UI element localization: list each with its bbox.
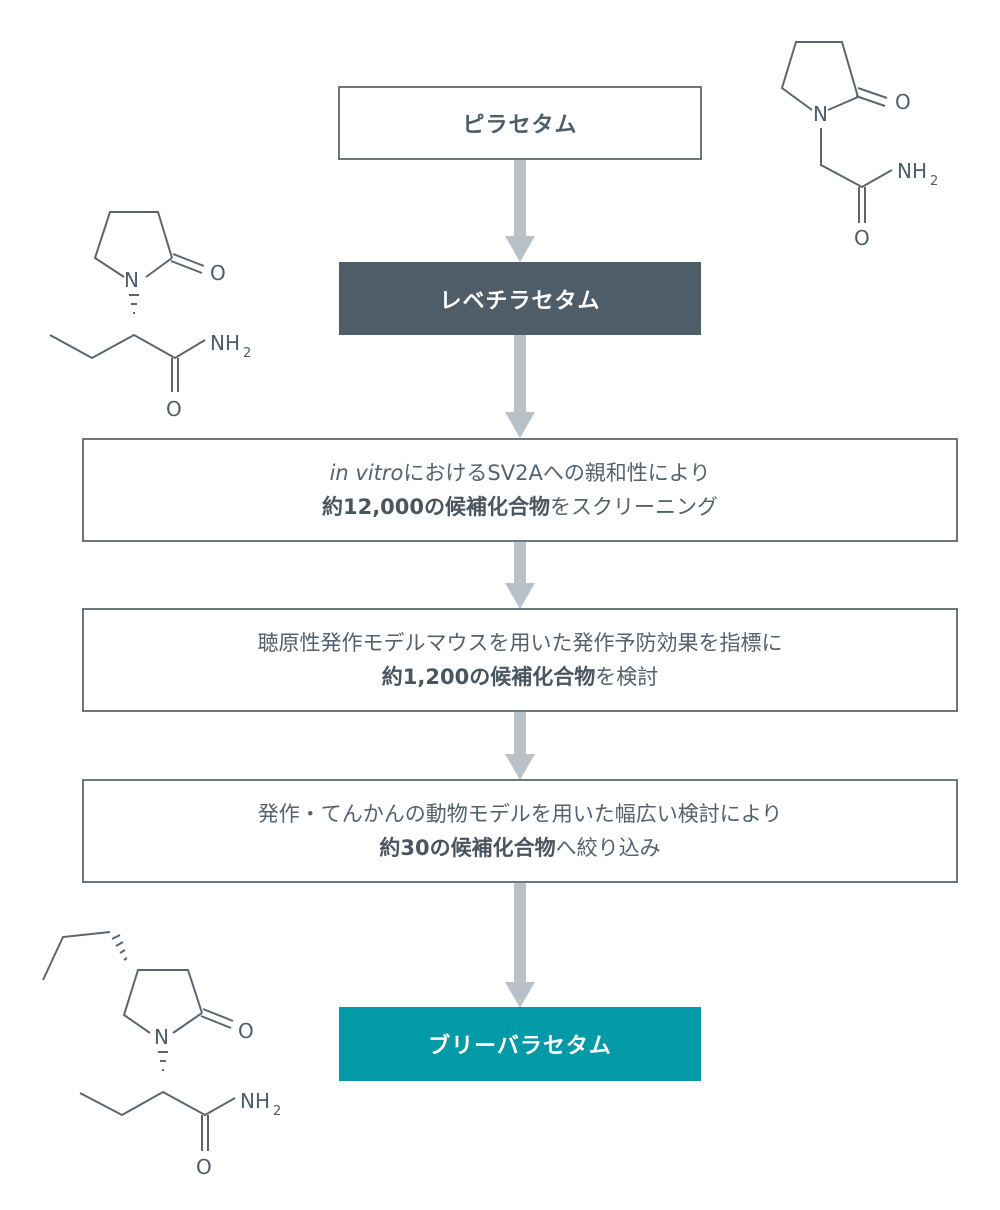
amide-nh-sub: 2 <box>243 346 251 361</box>
step-levetiracetam: レベチラセタム <box>339 262 701 335</box>
line2-text: へ絞り込み <box>555 836 661 860</box>
step-levetiracetam-label: レベチラセタム <box>439 288 601 314</box>
step-animal-line1: 発作・てんかんの動物モデルを用いた幅広い検討により <box>257 802 783 826</box>
amide-oxygen: O <box>196 1155 212 1179</box>
compound-count: 約12,000の候補化合物 <box>321 495 551 519</box>
step-sv2a-screening: in vitroにおけるSV2Aへの親和性により 約12,000の候補化合物をス… <box>82 438 958 542</box>
step-audiogenic-model: 聴原性発作モデルマウスを用いた発作予防効果を指標に 約1,200の候補化合物を検… <box>82 608 958 712</box>
step-brivaracetam-label: ブリーバラセタム <box>428 1034 612 1059</box>
ring-oxygen: O <box>895 90 911 114</box>
step-piracetam: ピラセタム <box>338 86 702 160</box>
step-audiogenic-line1: 聴原性発作モデルマウスを用いた発作予防効果を指標に <box>257 631 783 655</box>
hashed-wedge <box>129 294 139 314</box>
amide-oxygen: O <box>854 226 870 250</box>
step-sv2a-line2: 約12,000の候補化合物をスクリーニング <box>322 490 718 524</box>
step-animal-models: 発作・てんかんの動物モデルを用いた幅広い検討により 約30の候補化合物へ絞り込み <box>82 779 958 883</box>
arrow-1 <box>505 158 535 262</box>
ring-nitrogen: N <box>124 268 139 292</box>
brivaracetam-structure: N O NH 2 O <box>42 931 281 1179</box>
step-audiogenic-line2: 約1,200の候補化合物を検討 <box>382 660 658 694</box>
ring-nitrogen: N <box>813 102 828 126</box>
compound-count: 約1,200の候補化合物 <box>381 665 596 689</box>
arrow-2 <box>505 334 535 438</box>
line2-text: を検討 <box>595 665 659 689</box>
amide-oxygen: O <box>166 397 182 421</box>
hashed-wedge-propyl <box>111 934 128 961</box>
amide-nh: NH <box>240 1089 270 1113</box>
amide-nh-sub: 2 <box>930 174 938 189</box>
ring-oxygen: O <box>238 1019 254 1043</box>
step-sv2a-line1: in vitroにおけるSV2Aへの親和性により <box>330 456 711 490</box>
arrow-4 <box>505 711 535 780</box>
piracetam-structure: N O NH 2 O <box>780 41 938 250</box>
arrow-5 <box>505 882 535 1008</box>
arrow-3 <box>505 541 535 609</box>
compound-count: 約30の候補化合物 <box>379 836 556 860</box>
line1-text: におけるSV2Aへの親和性により <box>403 461 711 485</box>
step-piracetam-label: ピラセタム <box>462 113 578 138</box>
amide-nh: NH <box>210 331 240 355</box>
step-animal-line2: 約30の候補化合物へ絞り込み <box>379 831 660 865</box>
ring-nitrogen: N <box>154 1025 169 1049</box>
ring-bonds <box>780 41 859 111</box>
amide-nh-sub: 2 <box>273 1104 281 1119</box>
step-brivaracetam: ブリーバラセタム <box>339 1007 701 1081</box>
hashed-wedge <box>158 1051 168 1071</box>
line2-text: をスクリーニング <box>550 495 719 519</box>
levetiracetam-structure: N O NH 2 O <box>49 211 251 421</box>
ring-oxygen: O <box>210 261 226 285</box>
amide-nh: NH <box>897 159 927 183</box>
in-vitro-text: in vitro <box>329 461 404 485</box>
